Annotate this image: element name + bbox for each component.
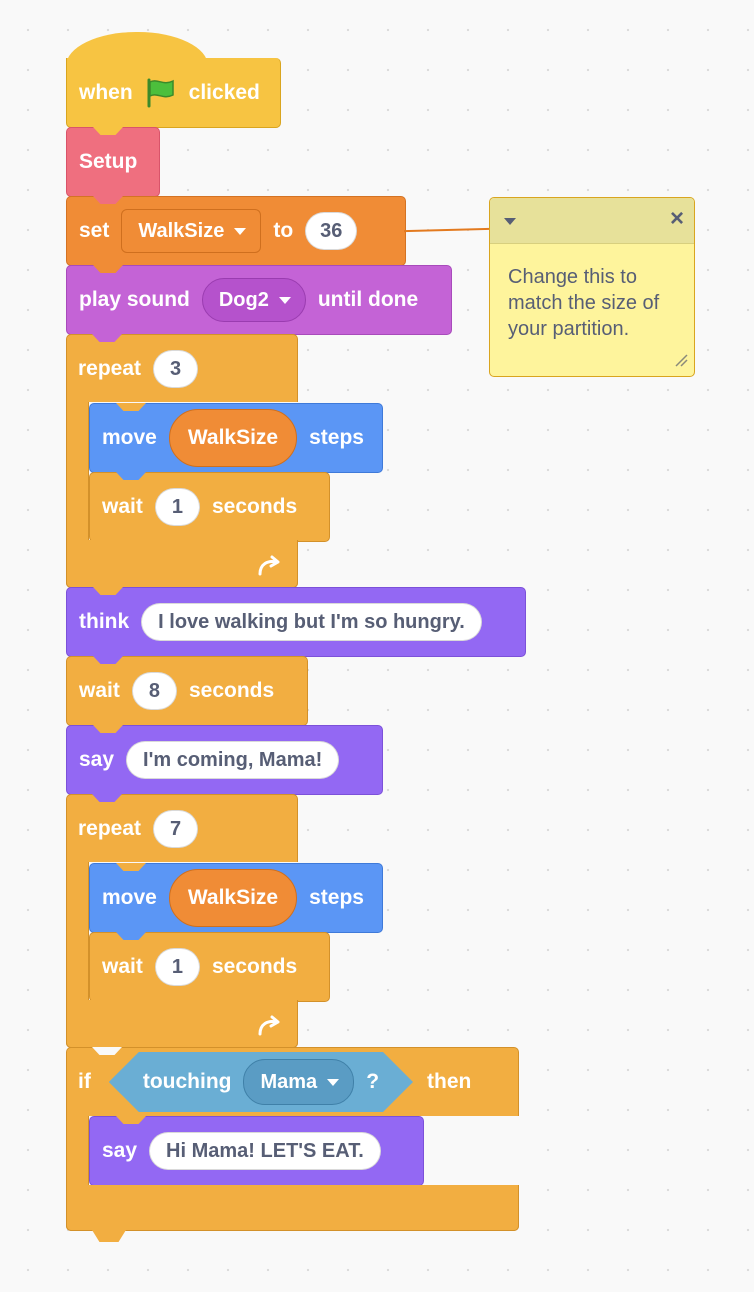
move-label: move <box>102 886 157 909</box>
block-notch <box>93 196 123 204</box>
bottom-notch <box>92 1230 126 1242</box>
repeat-count-input[interactable]: 3 <box>153 350 199 388</box>
move-label: move <box>102 426 157 449</box>
loop-arrow-icon <box>256 553 282 579</box>
block-notch <box>92 334 122 342</box>
then-label: then <box>427 1070 472 1093</box>
touching-target: Mama <box>260 1070 318 1093</box>
resize-handle-icon[interactable] <box>674 353 688 372</box>
green-flag-icon <box>145 78 177 108</box>
if-footer <box>66 1185 519 1231</box>
repeat-header: repeat 7 <box>66 794 298 864</box>
seconds-label: seconds <box>211 495 298 518</box>
block-notch <box>116 472 146 480</box>
sound-dropdown[interactable]: Dog2 <box>201 278 306 322</box>
walksize-reporter[interactable]: WalkSize <box>168 869 298 927</box>
move-steps-block[interactable]: move WalkSize steps <box>89 403 383 473</box>
wait-seconds-input[interactable]: 1 <box>154 488 200 526</box>
wait-block[interactable]: wait 8 seconds <box>66 656 308 726</box>
say-text-input[interactable]: I'm coming, Mama! <box>126 741 340 779</box>
wait-block[interactable]: wait 1 seconds <box>89 932 330 1002</box>
comment-header[interactable]: × <box>490 198 694 244</box>
repeat-label: repeat <box>78 817 142 840</box>
wait-seconds-input[interactable]: 1 <box>154 948 200 986</box>
say-label: say <box>79 748 115 771</box>
dropdown-caret-icon <box>278 296 291 304</box>
repeat-label: repeat <box>78 357 142 380</box>
block-notch <box>93 656 123 664</box>
think-label: think <box>79 610 130 633</box>
repeat-header: repeat 3 <box>66 334 298 404</box>
say-block[interactable]: say Hi Mama! LET'S EAT. <box>89 1116 424 1186</box>
if-label: if <box>78 1070 91 1093</box>
variable-dropdown[interactable]: WalkSize <box>121 209 262 253</box>
set-variable-block[interactable]: set WalkSize to 36 <box>66 196 406 266</box>
steps-label: steps <box>309 886 364 909</box>
play-sound-label: play sound <box>79 288 190 311</box>
walksize-reporter[interactable]: WalkSize <box>168 409 298 467</box>
wait-label: wait <box>102 955 143 978</box>
block-notch <box>93 587 123 595</box>
block-notch <box>116 863 146 871</box>
seconds-label: seconds <box>211 955 298 978</box>
set-label: set <box>79 219 110 242</box>
block-notch <box>92 1047 122 1055</box>
block-notch <box>93 127 123 135</box>
wait-label: wait <box>79 679 120 702</box>
steps-label: steps <box>309 426 364 449</box>
dropdown-caret-icon <box>234 227 247 235</box>
think-block[interactable]: think I love walking but I'm so hungry. <box>66 587 526 657</box>
sound-name: Dog2 <box>218 288 269 311</box>
block-notch <box>116 932 146 940</box>
touching-condition[interactable]: touching Mama ? <box>109 1052 413 1112</box>
dropdown-caret-icon <box>327 1079 339 1086</box>
setup-block[interactable]: Setup <box>66 127 160 197</box>
to-label: to <box>273 219 294 242</box>
touching-target-dropdown[interactable]: Mama <box>243 1059 354 1105</box>
comment-note[interactable]: × Change this to match the size of your … <box>489 197 695 377</box>
move-steps-block[interactable]: move WalkSize steps <box>89 863 383 933</box>
block-notch <box>116 403 146 411</box>
collapse-caret-icon[interactable] <box>504 218 516 225</box>
close-icon[interactable]: × <box>669 205 684 232</box>
say-text-input[interactable]: Hi Mama! LET'S EAT. <box>149 1132 381 1170</box>
question-mark: ? <box>366 1070 380 1093</box>
value-input[interactable]: 36 <box>305 212 358 250</box>
block-notch <box>92 794 122 802</box>
say-block[interactable]: say I'm coming, Mama! <box>66 725 383 795</box>
wait-label: wait <box>102 495 143 518</box>
block-notch <box>93 265 123 273</box>
say-label: say <box>102 1139 138 1162</box>
when-label: when <box>79 80 133 104</box>
repeat-count-input[interactable]: 7 <box>153 810 199 848</box>
variable-name: WalkSize <box>138 219 225 242</box>
think-text-input[interactable]: I love walking but I'm so hungry. <box>141 603 482 641</box>
loop-arrow-icon <box>256 1013 282 1039</box>
play-sound-block[interactable]: play sound Dog2 until done <box>66 265 452 335</box>
clicked-label: clicked <box>188 80 260 104</box>
block-notch <box>93 725 123 733</box>
comment-connector <box>403 227 491 233</box>
if-header: if touching Mama ? then <box>66 1047 519 1117</box>
touching-label: touching <box>142 1070 232 1093</box>
block-notch <box>116 1116 146 1124</box>
when-flag-clicked-block[interactable]: when clicked <box>66 58 281 128</box>
repeat-footer <box>66 540 298 588</box>
wait-block[interactable]: wait 1 seconds <box>89 472 330 542</box>
comment-text[interactable]: Change this to match the size of your pa… <box>508 266 660 340</box>
seconds-label: seconds <box>188 679 275 702</box>
setup-label: Setup <box>79 150 138 173</box>
wait-seconds-input[interactable]: 8 <box>131 672 177 710</box>
until-done-label: until done <box>317 288 419 311</box>
